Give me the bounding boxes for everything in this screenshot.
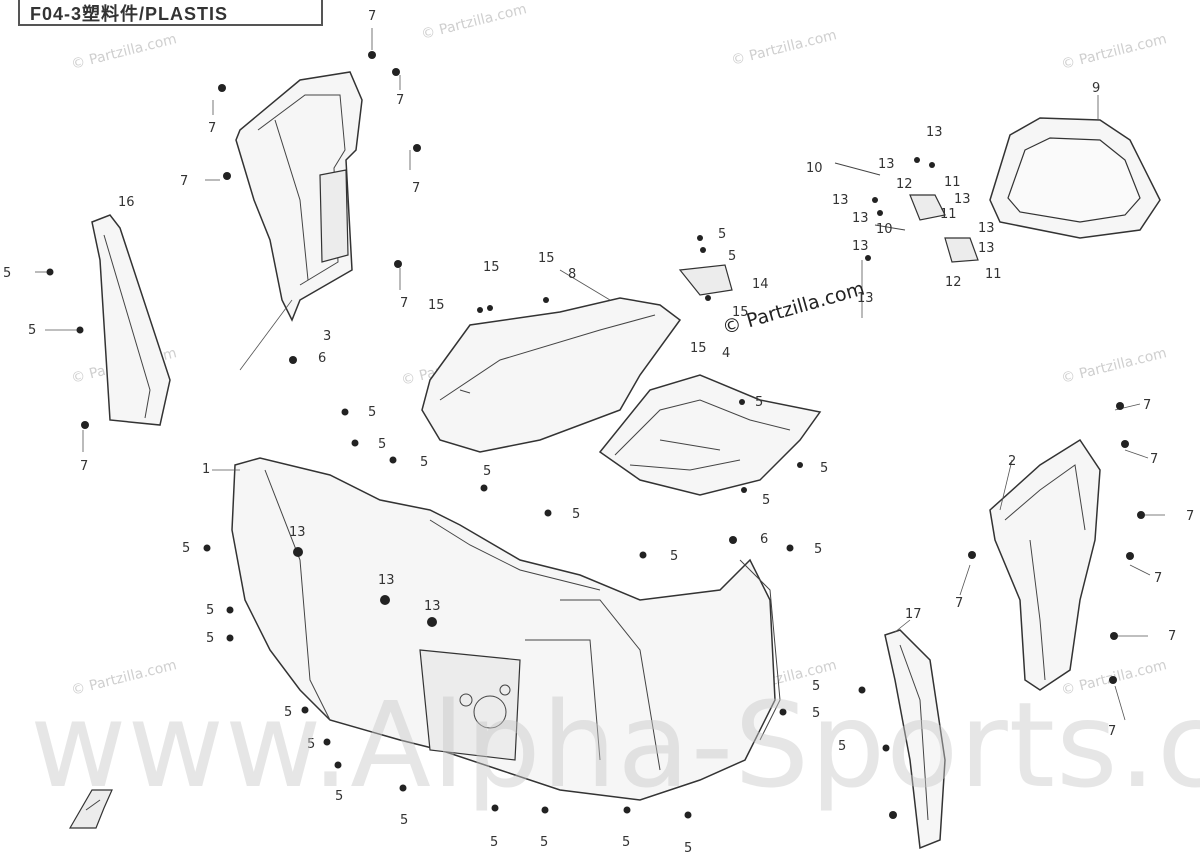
part-4-tray [598,374,822,496]
callout-3: 3 [323,329,331,344]
callout-7: 7 [412,181,420,196]
callout-5: 5 [483,464,491,479]
callout-15: 15 [483,260,500,275]
callout-7: 7 [400,296,408,311]
diagram-header: F04-3塑料件/PLASTIS [18,0,323,26]
callout-4: 4 [722,346,730,361]
callout-5: 5 [684,841,692,856]
callout-5: 5 [206,631,214,646]
callout-8: 8 [568,267,576,282]
callout-13: 13 [852,239,869,254]
leader-lines [35,28,1165,721]
part-16-left-guard [91,214,171,426]
diagram-title: F04-3塑料件/PLASTIS [30,4,229,24]
callout-7: 7 [1150,452,1158,467]
callout-7: 7 [80,459,88,474]
callout-5: 5 [728,249,736,264]
callout-7: 7 [955,596,963,611]
callout-13: 13 [852,211,869,226]
callout-12: 12 [945,275,962,290]
callout-5: 5 [490,835,498,850]
callout-5: 5 [28,323,36,338]
callout-13: 13 [954,192,971,207]
callout-5: 5 [378,437,386,452]
callout-5: 5 [3,266,11,281]
callout-11: 11 [940,207,957,222]
callout-7: 7 [1168,629,1176,644]
callout-7: 7 [180,174,188,189]
callout-10: 10 [806,161,823,176]
callout-6: 6 [318,351,326,366]
callout-5: 5 [762,493,770,508]
callout-9: 9 [1092,81,1100,96]
callout-5: 5 [182,541,190,556]
callout-5: 5 [838,739,846,754]
part-1-floor-panel [231,457,781,801]
callout-5: 5 [284,705,292,720]
callout-13: 13 [378,573,395,588]
callout-13: 13 [289,525,306,540]
callout-5: 5 [812,679,820,694]
callout-13: 13 [424,599,441,614]
callout-5: 5 [335,789,343,804]
part-8-seat [421,297,682,453]
callout-13: 13 [857,291,874,306]
callout-13: 13 [978,241,995,256]
callout-5: 5 [670,549,678,564]
callout-1: 1 [202,462,210,477]
callout-7: 7 [1154,571,1162,586]
fasteners [46,51,1145,819]
part-9-frame [989,117,1161,239]
bracket-parts [678,162,979,296]
callout-13: 13 [978,221,995,236]
callout-16: 16 [118,195,135,210]
callout-13: 13 [832,193,849,208]
callout-7: 7 [1108,724,1116,739]
callout-15: 15 [428,298,445,313]
callout-6: 6 [760,532,768,547]
callout-5: 5 [368,405,376,420]
callout-15: 15 [732,305,749,320]
part-2-right-panel [989,438,1101,691]
callout-2: 2 [1008,454,1016,469]
callout-5: 5 [540,835,548,850]
callout-7: 7 [208,121,216,136]
callout-5: 5 [307,737,315,752]
callout-15: 15 [538,251,555,266]
watermark-alpha-sports: www.Alpha-Sports.com [30,676,1200,814]
part-17-right-guard [884,629,946,850]
callout-5: 5 [820,461,828,476]
callout-5: 5 [814,542,822,557]
callout-5: 5 [812,706,820,721]
callout-labels: 7 7 7 7 7 7 7 3 16 5 5 6 5 5 5 1 5 5 5 6… [3,9,1194,856]
callout-5: 5 [755,395,763,410]
callout-7: 7 [1186,509,1194,524]
callout-11: 11 [944,175,961,190]
callout-5: 5 [718,227,726,242]
callout-13: 13 [926,125,943,140]
callout-13: 13 [878,157,895,172]
callout-5: 5 [420,455,428,470]
front-direction-icon [68,789,113,829]
callout-5: 5 [572,507,580,522]
callout-17: 17 [905,607,922,622]
callout-7: 7 [1143,398,1151,413]
callout-12: 12 [896,177,913,192]
part-3-side-panel [235,71,363,322]
callout-14: 14 [752,277,769,292]
callout-11: 11 [985,267,1002,282]
callout-5: 5 [622,835,630,850]
callout-7: 7 [368,9,376,24]
callout-5: 5 [400,813,408,828]
callout-10: 10 [876,222,893,237]
callout-15: 15 [690,341,707,356]
callout-7: 7 [396,93,404,108]
callout-5: 5 [206,603,214,618]
